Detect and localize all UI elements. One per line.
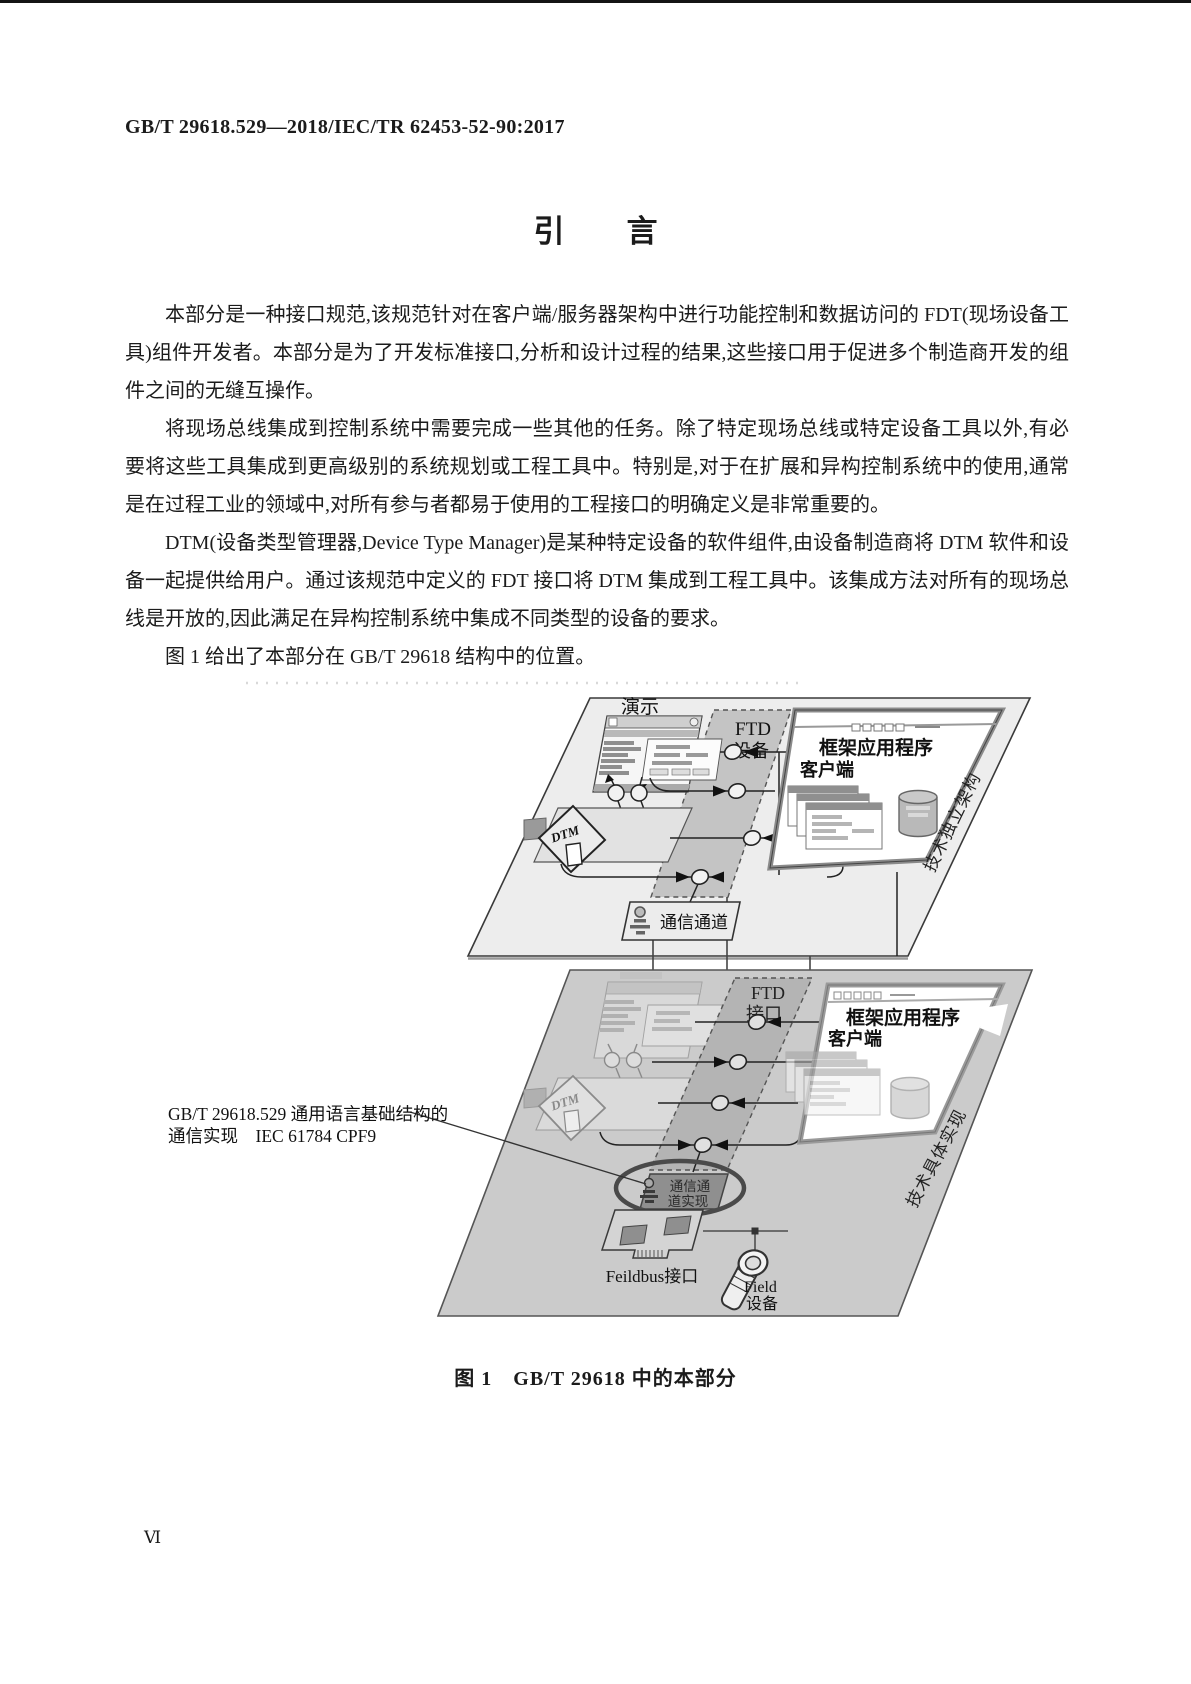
fieldbus-card xyxy=(600,1208,704,1259)
upper-frame-app-window: 框架应用程序 客户端 xyxy=(767,707,1007,871)
field-device-label-line2: 设备 xyxy=(746,1295,778,1313)
upper-interface-glyphs xyxy=(676,744,777,885)
lower-ghost-dtm-block: DTM xyxy=(523,1074,693,1142)
lower-plane: DTM FTD 接口 xyxy=(436,969,1034,1317)
lower-ghost-circles xyxy=(603,1043,643,1079)
callout-line1: GB/T 29618.529 通用语言基础结构的 xyxy=(168,1104,448,1124)
window-corner-notch xyxy=(980,1004,1008,1036)
fieldbus-link xyxy=(703,1230,788,1252)
upper-demo-window-mockup xyxy=(592,715,723,793)
body-text: 本部分是一种接口规范,该规范针对在客户端/服务器架构中进行功能控制和数据访问的 … xyxy=(125,296,1069,676)
callout-line2: 通信实现 IEC 61784 CPF9 xyxy=(168,1126,376,1146)
document-header: GB/T 29618.529—2018/IEC/TR 62453-52-90:2… xyxy=(125,116,565,138)
upper-frame-client: 客户端 xyxy=(800,759,854,780)
database-cylinder xyxy=(898,789,938,838)
figure-callout: GB/T 29618.529 通用语言基础结构的 通信实现 IEC 61784 … xyxy=(168,1104,647,1185)
link-node xyxy=(751,1227,759,1235)
upper-cascade-windows xyxy=(787,785,883,850)
paragraph-1: 本部分是一种接口规范,该规范针对在客户端/服务器架构中进行功能控制和数据访问的 … xyxy=(125,304,1069,402)
figure-caption: 图 1 GB/T 29618 中的本部分 xyxy=(454,1368,737,1390)
fieldbus-label: Feildbus接口 xyxy=(606,1267,699,1286)
lower-ghost-demo-window xyxy=(593,972,723,1059)
lower-cascade-windows xyxy=(785,1051,881,1116)
lower-frame-client: 客户端 xyxy=(828,1028,882,1049)
comm-channel-label: 通信通道 xyxy=(660,913,728,932)
comm-impl-label-line2: 道实现 xyxy=(668,1194,709,1209)
upper-dtm-interface-circles xyxy=(605,774,648,813)
paragraph-2: 将现场总线集成到控制系统中需要完成一些其他的任务。除了特定现场总线或特定设备工具… xyxy=(125,418,1069,516)
page-title: 引 言 xyxy=(533,214,658,249)
upper-band-label-line1: FTD xyxy=(735,719,771,740)
lower-band-label-line1: FTD xyxy=(751,983,785,1003)
page-number: Ⅵ xyxy=(144,1528,162,1547)
comm-channel-box: 通信通道 xyxy=(621,901,741,941)
figure-1: FTD 设备 演示 xyxy=(168,681,1034,1317)
paragraph-3: DTM(设备类型管理器,Device Type Manager)是某种特定设备的… xyxy=(125,532,1069,630)
connector-icon xyxy=(630,906,650,935)
lower-frame-title: 框架应用程序 xyxy=(846,1006,960,1029)
upper-dtm-diamond xyxy=(537,804,607,874)
upper-plane: FTD 设备 演示 xyxy=(466,696,1032,960)
upper-frame-title: 框架应用程序 xyxy=(819,736,933,759)
lower-database-cylinder xyxy=(890,1076,930,1120)
comm-impl-label-line1: 通信通 xyxy=(670,1179,711,1194)
comm-impl-highlight: 通信通 道实现 xyxy=(613,1158,747,1218)
upper-dtm-block: DTM xyxy=(523,804,693,874)
paragraph-4: 图 1 给出了本部分在 GB/T 29618 结构中的位置。 xyxy=(165,646,596,668)
upper-demo-label: 演示 xyxy=(621,696,659,718)
lower-interface-glyphs xyxy=(678,1014,781,1153)
field-device-label-line1: Field xyxy=(744,1279,777,1296)
scan-top-edge xyxy=(0,0,1191,3)
lower-frame-app-window: 框架应用程序 客户端 xyxy=(785,982,1008,1145)
lower-ftd-band xyxy=(648,977,814,1171)
field-device-icon xyxy=(720,1249,769,1311)
